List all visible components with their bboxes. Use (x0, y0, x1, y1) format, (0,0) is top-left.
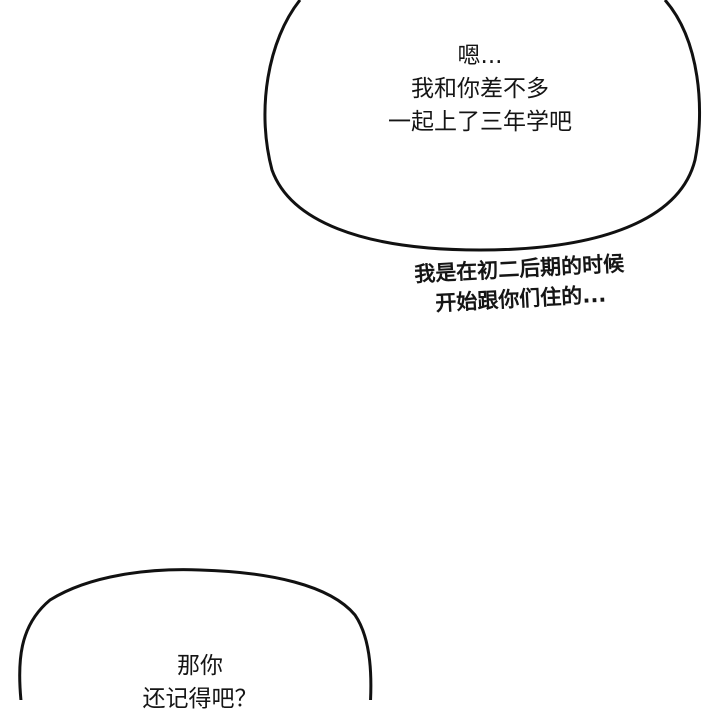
speech-bubble-bottom: 那你 还记得吧？ (95, 650, 305, 716)
speech-bubble-top-outline (263, 0, 702, 252)
bubble-outlines (18, 0, 702, 700)
speech-line: 一起上了三年学吧 (388, 109, 572, 135)
speech-line: 那你 (177, 653, 223, 679)
speech-line: 嗯... (457, 43, 503, 69)
speech-bubble-top: 嗯... 我和你差不多 一起上了三年学吧 (330, 40, 630, 139)
speech-bubble-bottom-outline (18, 568, 373, 700)
speech-line: 我和你差不多 (411, 76, 549, 102)
